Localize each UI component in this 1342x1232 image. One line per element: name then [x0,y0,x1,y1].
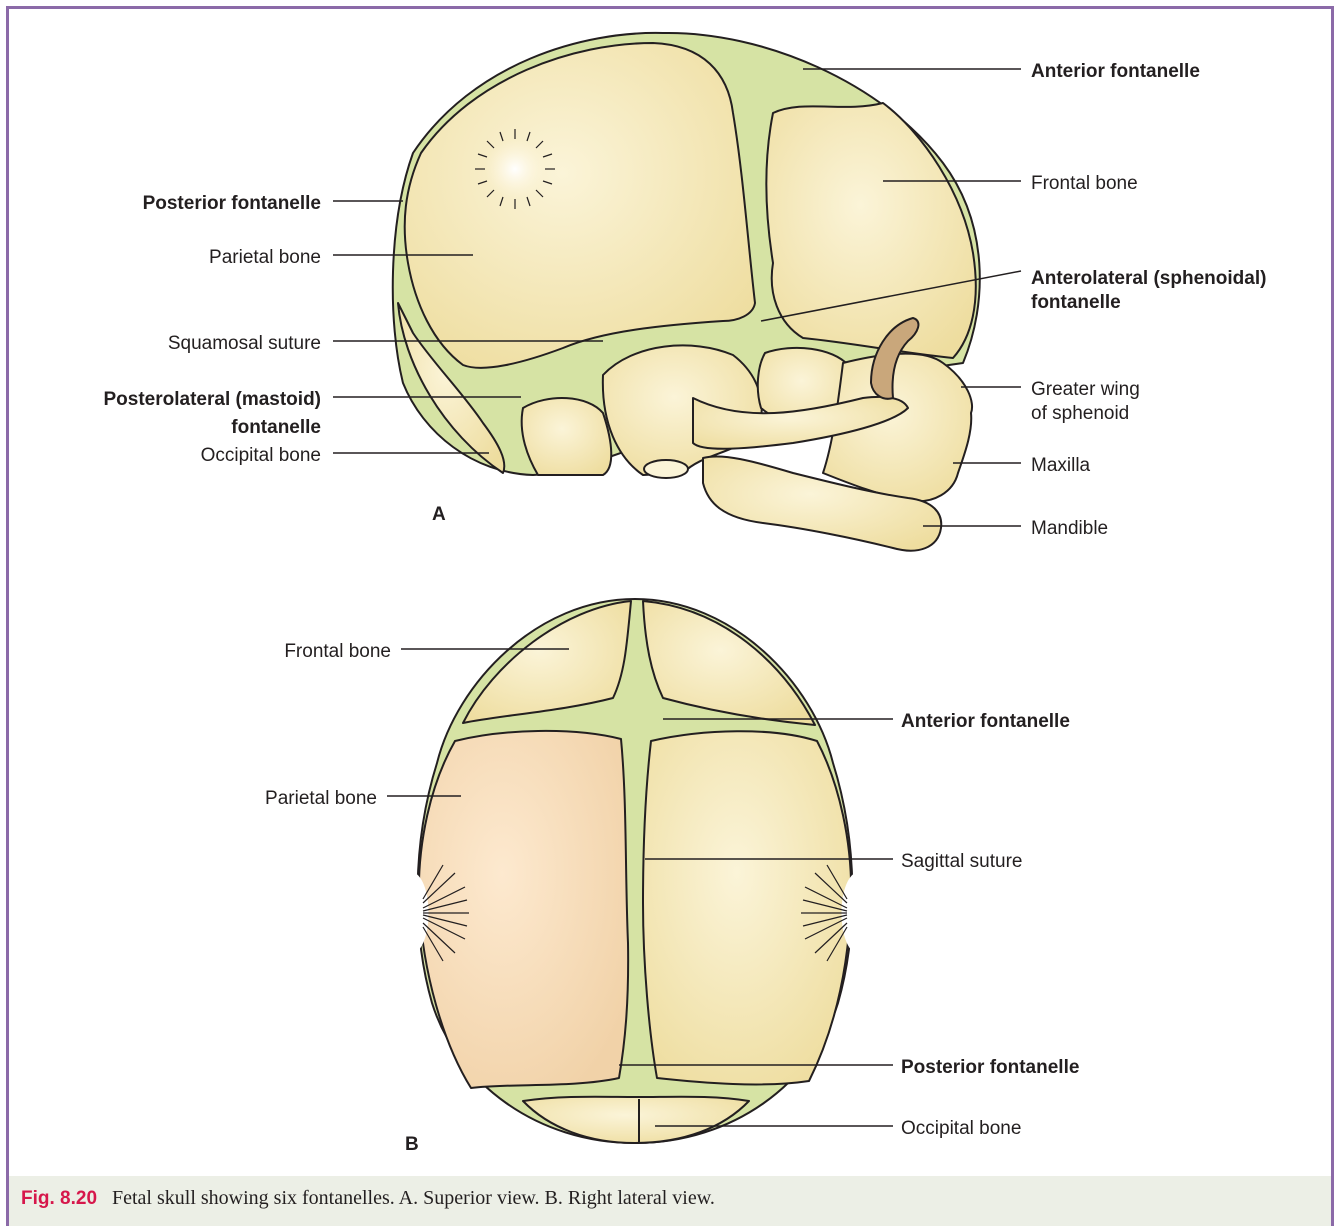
figure-caption: Fig. 8.20 Fetal skull showing six fontan… [6,1176,1334,1226]
label-maxilla-a: Maxilla [1031,454,1090,477]
label-anterior-fontanelle-a: Anterior fontanelle [1031,60,1200,83]
label-parietal-bone-a: Parietal bone [209,246,321,269]
label-posterior-fontanelle-a: Posterior fontanelle [143,192,321,215]
label-frontal-bone-a: Frontal bone [1031,172,1138,195]
frontal-bone-a [766,103,976,358]
occipital-bone-b [523,1097,749,1143]
label-squamosal-suture-a: Squamosal suture [168,332,321,355]
label-occipital-bone-a: Occipital bone [201,444,321,467]
occipital-lower-a [522,398,612,475]
parietal-bone-right-b [643,731,851,1084]
label-occipital-bone-b: Occipital bone [901,1117,1021,1140]
label-posterior-fontanelle-b: Posterior fontanelle [901,1056,1079,1079]
figure-number: Fig. 8.20 [21,1188,97,1210]
label-parietal-bone-b: Parietal bone [265,787,377,810]
label-anterior-fontanelle-b: Anterior fontanelle [901,710,1070,733]
label-sagittal-suture-b: Sagittal suture [901,850,1022,873]
external-ear-opening-a [644,460,688,478]
temporal-bone-a [603,345,762,475]
label-posterolateral-line2: fontanelle [231,416,321,439]
panel-letter-a: A [432,504,446,526]
parietal-bone-a [405,43,755,368]
caption-text: Fetal skull showing six fontanelles. A. … [112,1187,715,1210]
panel-b-skull [418,599,853,1143]
label-greater-wing-line1: Greater wing [1031,378,1140,401]
label-anterolateral-line1: Anterolateral (sphenoidal) [1031,267,1266,290]
label-posterolateral-line1: Posterolateral (mastoid) [104,388,322,411]
fetal-skull-illustration [9,9,1337,1179]
label-anterolateral-line2: fontanelle [1031,291,1121,314]
parietal-bone-left-b [419,731,628,1088]
parietal-eminence-a [475,129,555,209]
panel-letter-b: B [405,1134,419,1156]
label-greater-wing-line2: of sphenoid [1031,402,1129,425]
panel-a-skull [393,33,980,551]
label-mandible-a: Mandible [1031,517,1108,540]
figure-frame: Anterior fontanelle Frontal bone Posteri… [6,6,1334,1224]
label-frontal-bone-b: Frontal bone [284,640,391,663]
